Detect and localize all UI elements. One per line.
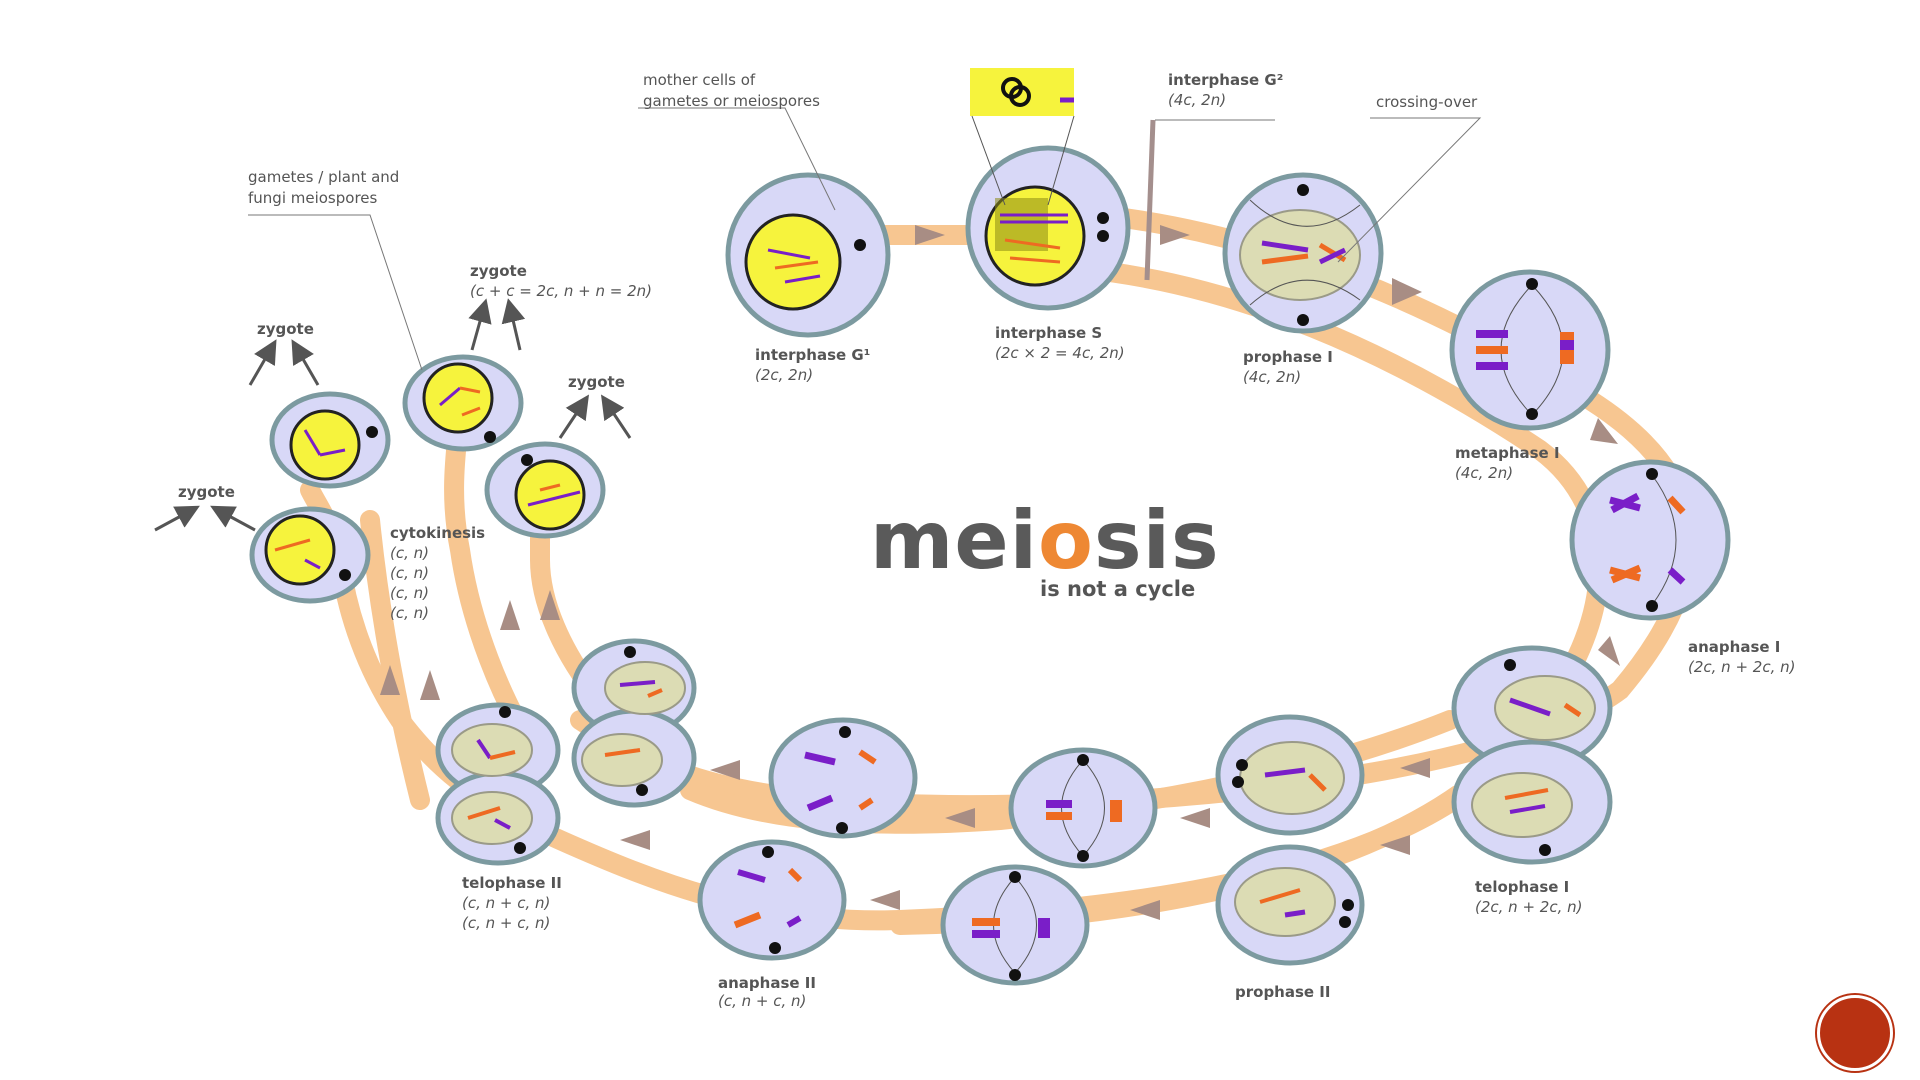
stage-prophase1-formula: (4c, 2n) [1243,368,1301,386]
cell-interphase-s [965,68,1156,311]
cell-telophase-1 [1451,645,1613,865]
cell-prophase-2-lower [1215,844,1365,966]
title-text: meiosis [870,494,1220,587]
mother-cells-label-1: mother cells of [643,71,756,89]
cell-telophase-2-lower [435,702,561,866]
stage-s-name: interphase S [995,324,1102,342]
cell-interphase-g1 [725,172,891,338]
zygote-top-name: zygote [470,262,527,280]
stage-cytokinesis-formula-4: (c, n) [390,604,429,622]
crossing-over-label: crossing-over [1376,93,1478,111]
title-part-1: mei [870,494,1038,587]
title-part-2: sis [1094,494,1220,587]
stage-cytokinesis-formula-3: (c, n) [390,584,429,602]
stage-telophase2-name: telophase II [462,874,562,892]
zygote-arrows [154,298,632,532]
stage-telophase2-formula-2: (c, n + c, n) [462,914,550,932]
cell-metaphase-1 [1449,269,1611,431]
subtitle-text: is not a cycle [1040,577,1195,601]
cell-metaphase-2-upper [1008,747,1158,869]
stage-prophase2-name: prophase II [1235,983,1330,1001]
zygote-top-formula: (c + c = 2c, n + n = 2n) [470,282,652,300]
cell-telophase-2-upper [571,638,697,808]
stage-anaphase2-name: anaphase II [718,974,816,992]
next-slide-button[interactable] [1817,995,1893,1071]
cell-metaphase-2-lower [940,864,1090,986]
stage-telophase1-name: telophase I [1475,878,1569,896]
stage-cytokinesis-name: cytokinesis [390,524,485,542]
cell-anaphase-2-lower [697,839,847,961]
gametes-label-2: fungi meiospores [248,189,378,207]
gamete-3 [484,441,606,539]
stage-g1-name: interphase G¹ [755,346,870,364]
cell-prophase-1 [1222,172,1384,334]
stage-metaphase1-name: metaphase I [1455,444,1560,462]
stage-anaphase1-name: anaphase I [1688,638,1780,656]
gamete-4 [249,506,371,604]
stage-g2-name: interphase G² [1168,71,1283,89]
stage-s-formula: (2c × 2 = 4c, 2n) [995,344,1125,362]
mother-cells-label-2: gametes or meiospores [643,92,820,110]
gametes-label-1: gametes / plant and [248,168,399,186]
stage-g2-formula: (4c, 2n) [1168,91,1226,109]
zygote-middle-name: zygote [568,373,625,391]
zygote-left-name: zygote [257,320,314,338]
stage-telophase1-formula: (2c, n + 2c, n) [1475,898,1582,916]
stage-telophase2-formula-1: (c, n + c, n) [462,894,550,912]
cell-prophase-2-upper [1215,714,1365,836]
gamete-2 [402,354,524,452]
cell-anaphase-1 [1569,459,1731,621]
gamete-1 [269,391,391,489]
stage-anaphase2-formula: (c, n + c, n) [718,992,806,1010]
zygote-far-left-name: zygote [178,483,235,501]
stage-anaphase1-formula: (2c, n + 2c, n) [1688,658,1795,676]
stage-g1-formula: (2c, 2n) [755,366,813,384]
cell-anaphase-2-upper [768,717,918,839]
flow-arrows [380,225,1620,920]
stage-metaphase1-formula: (4c, 2n) [1455,464,1513,482]
leader-lines [248,107,1482,371]
stage-cytokinesis-formula-1: (c, n) [390,544,429,562]
title-accent: o [1038,494,1094,587]
stage-cytokinesis-formula-2: (c, n) [390,564,429,582]
stage-prophase1-name: prophase I [1243,348,1333,366]
